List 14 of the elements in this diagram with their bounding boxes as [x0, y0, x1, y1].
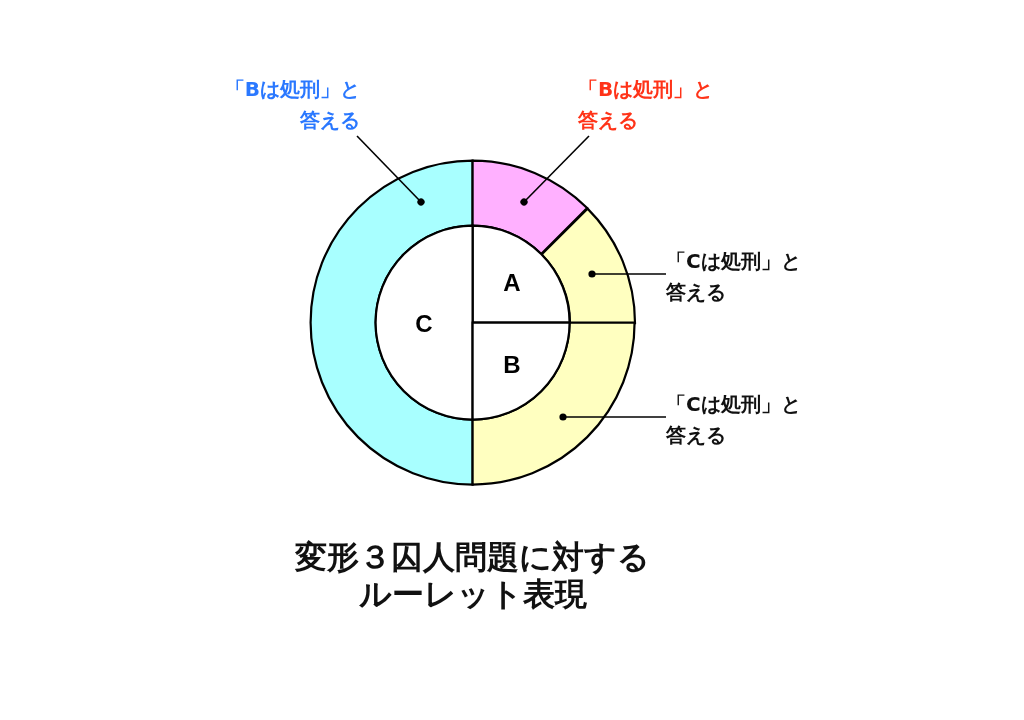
- callout-text: 「Cは処刑」と答える: [666, 391, 802, 449]
- leader-line: [520, 135, 590, 206]
- region-letter: C: [415, 311, 433, 337]
- callout-text: 「Bは処刑」と答える: [223, 76, 360, 134]
- caption: 変形３囚人問題に対するルーレット表現: [294, 539, 652, 613]
- leader-line: [588, 270, 667, 278]
- callout-text: 「Cは処刑」と答える: [666, 248, 802, 306]
- region-letter: A: [503, 270, 521, 296]
- ring-sector: [309, 159, 475, 487]
- callout-text: 「Bは処刑」と答える: [578, 76, 715, 134]
- leader-line: [356, 135, 425, 206]
- ring-sector: [471, 159, 590, 256]
- region-letter: B: [503, 352, 521, 378]
- leader-line: [559, 413, 667, 421]
